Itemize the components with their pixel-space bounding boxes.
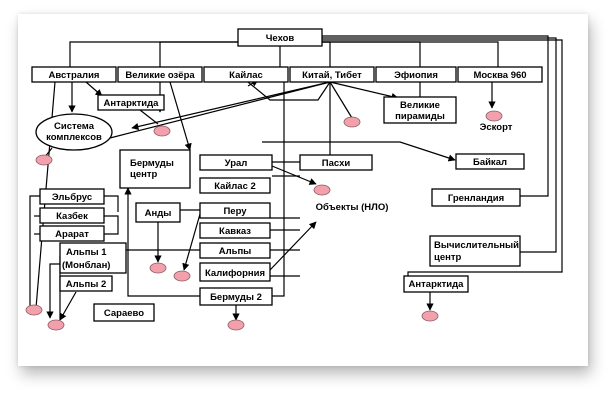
dot-andes [149,262,167,274]
svg-text:центр: центр [434,252,462,263]
svg-text:Сараево: Сараево [104,308,144,319]
node-ural: Урал [199,154,273,171]
svg-text:(Монблан): (Монблан) [62,260,110,271]
svg-text:Объекты (НЛО): Объекты (НЛО) [316,202,389,213]
label-escort: Эскорт [480,122,513,133]
node-greenland: Гренландия [431,188,521,207]
dot-antarctica-bottom [421,310,439,322]
node-bermuda-center: Бермуды центр [119,149,191,189]
node-california: Калифорния [199,262,271,282]
svg-text:комплексов: комплексов [46,132,102,143]
svg-text:Эфиопия: Эфиопия [394,70,438,81]
node-antarctica-top: Антарктида [97,94,165,111]
svg-text:центр: центр [130,169,158,180]
svg-text:Китай, Тибет: Китай, Тибет [302,70,362,81]
svg-text:Антарктида: Антарктида [409,279,465,290]
svg-text:Арарат: Арарат [55,229,89,240]
node-ararat: Арарат [39,225,105,242]
svg-text:Перу: Перу [223,206,247,217]
node-caucasus: Кавказ [199,222,271,239]
svg-text:Анды: Анды [145,208,172,219]
dot-peru [173,270,191,282]
node-alps-2: Альпы 2 [59,275,113,292]
dot-ural-ufo [313,184,331,196]
dot-bermuda-2 [227,319,245,331]
svg-text:Альпы 2: Альпы 2 [66,279,107,290]
node-elbrus: Эльбрус [39,188,105,205]
node-ethiopia: Эфиопия [375,66,457,83]
node-baikal: Байкал [455,153,525,170]
node-sarajevo: Сараево [93,303,155,322]
node-antarctica-bottom: Антарктида [403,275,469,293]
svg-text:Байкал: Байкал [473,157,507,168]
node-kazbek: Казбек [39,207,105,224]
node-computing-center: Вычислительный центр [429,235,521,267]
svg-text:Кавказ: Кавказ [219,226,251,237]
node-peru: Перу [199,202,271,219]
svg-text:Кайлас 2: Кайлас 2 [214,181,256,192]
svg-text:Бермуды: Бермуды [130,158,174,169]
svg-text:Москва 960: Москва 960 [473,70,526,81]
dot-escort [485,110,503,122]
node-andes: Анды [135,202,181,223]
svg-text:Гренландия: Гренландия [448,193,504,204]
svg-text:Казбек: Казбек [56,211,88,222]
node-alps: Альпы [199,242,271,259]
node-system-complex: Система комплексов [35,113,113,151]
dot-alps [47,319,65,331]
svg-text:Кайлас: Кайлас [229,70,263,81]
svg-text:Альпы 1: Альпы 1 [66,247,107,258]
svg-text:Великие озёра: Великие озёра [125,70,195,81]
svg-text:Урал: Урал [225,158,248,169]
svg-text:Система: Система [54,121,95,132]
dot-system-complex [35,154,53,166]
node-moscow-960: Москва 960 [457,66,543,83]
dot-antarctica [153,125,171,137]
endpoint-dots [25,110,503,331]
svg-text:Пасхи: Пасхи [322,158,351,169]
dot-elbrus [25,304,43,316]
svg-text:Альпы: Альпы [219,246,252,257]
node-china-tibet: Китай, Тибет [289,66,375,83]
svg-text:Эскорт: Эскорт [480,122,513,133]
svg-text:Вычислительный: Вычислительный [434,240,519,251]
node-great-pyramids: Великие пирамиды [383,96,457,124]
label-objects-ufo: Объекты (НЛО) [316,202,389,213]
svg-text:Калифорния: Калифорния [205,268,265,279]
node-kailas: Кайлас [203,66,289,83]
node-alps-1: Альпы 1 (Монблан) [59,242,127,274]
node-great-lakes: Великие озёра [117,66,203,83]
svg-text:Великие: Великие [400,100,440,111]
dot-china [343,116,361,128]
svg-text:пирамиды: пирамиды [395,111,445,122]
svg-text:Чехов: Чехов [266,33,295,44]
edges [29,35,563,321]
svg-text:Антарктида: Антарктида [104,98,160,109]
node-australia: Австралия [31,66,117,83]
node-bermuda-2: Бермуды 2 [199,287,273,306]
svg-text:Эльбрус: Эльбрус [52,192,92,203]
svg-text:Бермуды 2: Бермуды 2 [210,292,262,303]
node-easter: Пасхи [299,154,373,171]
svg-text:Австралия: Австралия [49,70,100,81]
node-chekhov: Чехов [237,28,323,47]
node-kailas-2: Кайлас 2 [199,177,271,194]
